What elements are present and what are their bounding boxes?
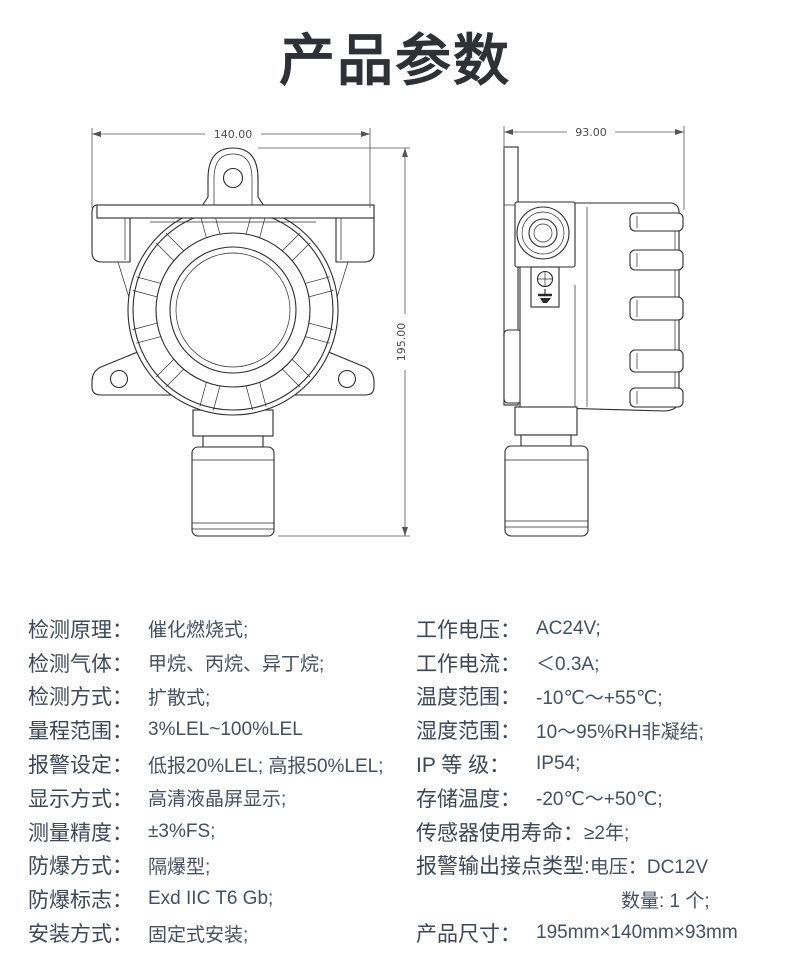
- spec-value: 扩散式;: [148, 687, 211, 709]
- front-width-dimension: 140.00: [91, 127, 371, 208]
- spec-label: 产品尺寸：: [416, 923, 521, 947]
- spec-row-explosion-proof-mark: 防爆标志： Exd IIC T6 Gb;: [28, 882, 412, 916]
- spec-row-ip-rating: IP 等 级： IP54;: [416, 747, 790, 781]
- side-bezel-fins: [629, 212, 684, 408]
- side-depth-dimension: 93.00: [503, 125, 685, 210]
- spec-label: 报警输出接点类型:: [416, 855, 590, 879]
- spec-row-alarm-output-type: 报警输出接点类型: 电压：DC12V: [416, 849, 790, 883]
- spec-row-display-mode: 显示方式： 高清液晶屏显示;: [28, 781, 412, 815]
- spec-row-alarm-output-quantity: 数量: 1 个;: [416, 882, 790, 916]
- spec-row-alarm-setting: 报警设定： 低报20%LEL; 高报50%LEL;: [28, 747, 412, 781]
- side-sensor-housing: [504, 406, 589, 537]
- spec-label: 安装方式：: [28, 923, 133, 947]
- spec-label: 存储温度：: [416, 787, 521, 811]
- spec-label: 检测方式：: [28, 686, 133, 710]
- front-view-drawing: 140.00 195.00: [91, 127, 411, 537]
- spec-label: 检测气体：: [28, 652, 133, 676]
- spec-label: 报警设定：: [28, 754, 133, 778]
- spec-row-detection-principle: 检测原理： 催化燃烧式;: [28, 612, 412, 646]
- spec-value: 195mm×140mm×93mm: [536, 922, 738, 944]
- spec-label: 传感器使用寿命：: [416, 821, 584, 845]
- mounting-ear: [200, 147, 266, 207]
- spec-label: 量程范围：: [28, 720, 133, 744]
- spec-row-storage-temperature: 存储温度： -20℃～+50℃;: [416, 781, 790, 815]
- spec-value: ＜0.3A;: [536, 654, 600, 676]
- spec-value: Exd IIC T6 Gb;: [148, 888, 274, 910]
- page-title: 产品参数: [279, 29, 511, 92]
- spec-label: 湿度范围：: [416, 720, 521, 744]
- cable-gland: [514, 201, 576, 308]
- spec-row-installation: 安装方式： 固定式安装;: [28, 916, 412, 950]
- spec-value: IP54;: [536, 753, 581, 775]
- spec-row-working-current: 工作电流： ＜0.3A;: [416, 646, 790, 680]
- display-window: [169, 246, 297, 374]
- front-height-dim-label: 195.00: [395, 323, 408, 362]
- spec-value: 低报20%LEL; 高报50%LEL;: [148, 755, 384, 777]
- spec-row-humidity-range: 湿度范围： 10～95%RH非凝结;: [416, 713, 790, 747]
- spec-value: 3%LEL~100%LEL: [148, 719, 303, 741]
- spec-label: 工作电压：: [416, 618, 521, 642]
- spec-label: 工作电流：: [416, 652, 521, 676]
- spec-value: 10～95%RH非凝结;: [536, 721, 704, 743]
- front-height-dimension: 195.00: [258, 147, 411, 537]
- spec-label: IP 等 级：: [416, 754, 511, 778]
- spec-label: 防爆方式：: [28, 855, 133, 879]
- wing-hole-right: [337, 369, 357, 389]
- spec-value: 隔爆型;: [148, 856, 211, 878]
- spec-column-left: 检测原理： 催化燃烧式; 检测气体： 甲烷、丙烷、异丁烷; 检测方式： 扩散式;…: [28, 612, 412, 950]
- spec-row-working-voltage: 工作电压： AC24V;: [416, 612, 790, 646]
- spec-column-right: 工作电压： AC24V; 工作电流： ＜0.3A; 温度范围： -10℃～+55…: [416, 612, 790, 950]
- spec-row-measuring-range: 量程范围： 3%LEL~100%LEL: [28, 713, 412, 747]
- spec-label: 显示方式：: [28, 787, 133, 811]
- wing-hole-left: [109, 369, 129, 389]
- spec-value: 甲烷、丙烷、异丁烷;: [148, 654, 325, 676]
- spec-row-product-size: 产品尺寸： 195mm×140mm×93mm: [416, 916, 790, 950]
- front-width-dim-label: 140.00: [214, 128, 253, 141]
- spec-value: 固定式安装;: [148, 924, 249, 946]
- ground-screw: [536, 270, 554, 288]
- spec-label: 防爆标志：: [28, 889, 133, 913]
- top-cap: [91, 204, 375, 263]
- spec-value: -20℃～+50℃;: [536, 789, 663, 811]
- spec-row-detection-method: 检测方式： 扩散式;: [28, 680, 412, 714]
- spec-row-explosion-proof-type: 防爆方式： 隔爆型;: [28, 849, 412, 883]
- front-bezel: [127, 204, 339, 416]
- spec-value: 催化燃烧式;: [148, 620, 249, 642]
- spec-label: 测量精度：: [28, 821, 133, 845]
- side-view-drawing: 93.00: [503, 125, 685, 537]
- spec-value: ±3%FS;: [148, 820, 216, 842]
- spec-value: 数量: 1 个;: [621, 890, 710, 912]
- spec-row-temperature-range: 温度范围： -10℃～+55℃;: [416, 680, 790, 714]
- spec-value: 电压：DC12V: [589, 856, 709, 878]
- spec-value: ≥2年;: [584, 823, 630, 845]
- spec-label: 温度范围：: [416, 686, 521, 710]
- technical-drawings: 140.00 195.00: [91, 125, 685, 537]
- side-back-plate: [503, 146, 523, 406]
- ground-symbol: [538, 289, 552, 303]
- spec-row-detection-gas: 检测气体： 甲烷、丙烷、异丁烷;: [28, 646, 412, 680]
- spec-value: 高清液晶屏显示;: [148, 789, 287, 811]
- spec-value: -10℃～+55℃;: [536, 687, 663, 709]
- ear-hole: [222, 167, 244, 189]
- spec-value: AC24V;: [536, 617, 601, 639]
- spec-row-accuracy: 测量精度： ±3%FS;: [28, 815, 412, 849]
- spec-row-sensor-life: 传感器使用寿命： ≥2年;: [416, 815, 790, 849]
- side-depth-dim-label: 93.00: [575, 126, 607, 139]
- front-sensor-housing: [191, 409, 275, 537]
- spec-label: 检测原理：: [28, 618, 133, 642]
